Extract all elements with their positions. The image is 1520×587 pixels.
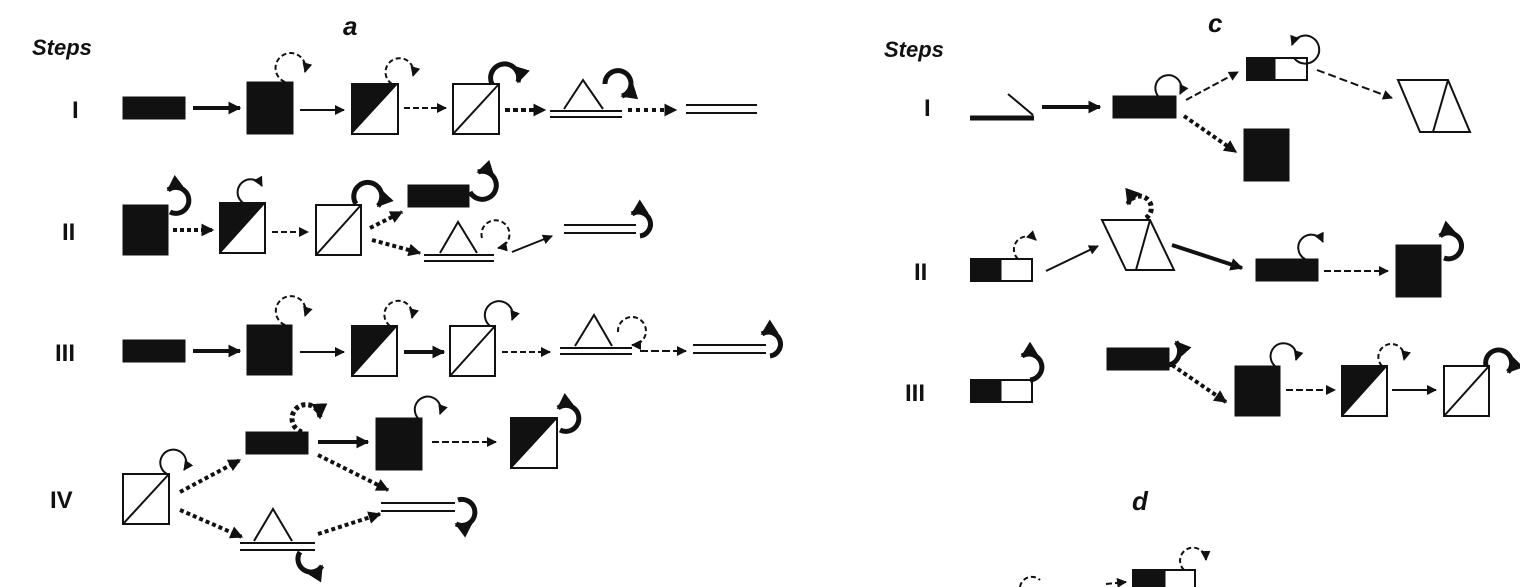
filled-square-glyph xyxy=(1243,128,1290,182)
panel-a-steps-header: Steps xyxy=(32,35,92,60)
panel-a-row-II xyxy=(122,159,653,262)
panel-c-step-I: I xyxy=(924,95,931,122)
parallelogram-glyph xyxy=(1396,79,1472,133)
half-square-glyph xyxy=(219,202,267,255)
triangle-on-lines-glyph xyxy=(240,507,315,551)
panel-a-label: a xyxy=(343,11,357,41)
panel-a-step-II: II xyxy=(62,219,75,246)
diagonal-square-glyph xyxy=(1443,365,1490,417)
half-square-glyph xyxy=(1341,365,1389,418)
filled-bar-glyph xyxy=(122,339,186,363)
filled-bar-glyph xyxy=(407,184,470,208)
panel-a-row-III xyxy=(122,295,783,378)
filled-square-glyph xyxy=(246,81,294,135)
filled-square-glyph xyxy=(246,324,293,376)
filled-bar-glyph xyxy=(1255,258,1319,282)
double-line-glyph xyxy=(693,344,766,354)
filled-bar-glyph xyxy=(1112,95,1177,119)
half-bar-glyph xyxy=(970,258,1033,282)
filled-square-glyph xyxy=(1395,244,1442,298)
diagonal-square-glyph xyxy=(452,83,500,135)
panel-a-step-III: III xyxy=(55,340,75,367)
panel-c-steps-header: Steps xyxy=(884,37,944,62)
hinge-glyph xyxy=(970,93,1034,121)
panel-a-step-I: I xyxy=(72,97,79,124)
panel-c-step-II: II xyxy=(914,259,927,286)
panel-a: a Steps I II III IV xyxy=(32,11,783,583)
double-line-glyph xyxy=(686,104,757,114)
triangle-on-lines-glyph xyxy=(550,78,622,118)
half-bar-glyph xyxy=(970,379,1033,403)
filled-square-glyph xyxy=(1234,365,1281,417)
panel-a-row-I xyxy=(122,52,757,136)
half-bar-glyph xyxy=(1132,569,1196,587)
half-square-glyph xyxy=(351,325,399,378)
panel-a-row-IV xyxy=(122,392,582,583)
filled-square-glyph xyxy=(375,417,423,471)
panel-c-row-I xyxy=(970,34,1472,182)
triangle-on-lines-glyph xyxy=(560,313,632,355)
double-line-glyph xyxy=(564,224,636,234)
half-bar-glyph xyxy=(1246,57,1308,81)
panel-d-label: d xyxy=(1132,486,1149,516)
diagonal-square-glyph xyxy=(315,204,362,256)
parallelogram-glyph xyxy=(1100,219,1176,271)
panel-d: d xyxy=(1019,486,1211,587)
filled-square-glyph xyxy=(122,204,169,256)
half-square-glyph xyxy=(509,417,559,470)
filled-bar-glyph xyxy=(122,96,186,120)
panel-c: c Steps I II III xyxy=(884,8,1520,418)
panel-a-step-IV: IV xyxy=(50,487,73,514)
panel-c-step-III: III xyxy=(905,380,925,407)
half-square-glyph xyxy=(351,83,400,136)
panel-c-label: c xyxy=(1208,8,1223,38)
diagonal-square-glyph xyxy=(449,325,496,377)
double-line-glyph xyxy=(381,502,455,512)
filled-bar-glyph xyxy=(245,431,309,455)
triangle-on-lines-glyph xyxy=(424,220,494,262)
panel-c-row-III xyxy=(970,340,1520,418)
panel-c-row-II xyxy=(970,187,1464,298)
diagonal-square-glyph xyxy=(122,473,170,525)
